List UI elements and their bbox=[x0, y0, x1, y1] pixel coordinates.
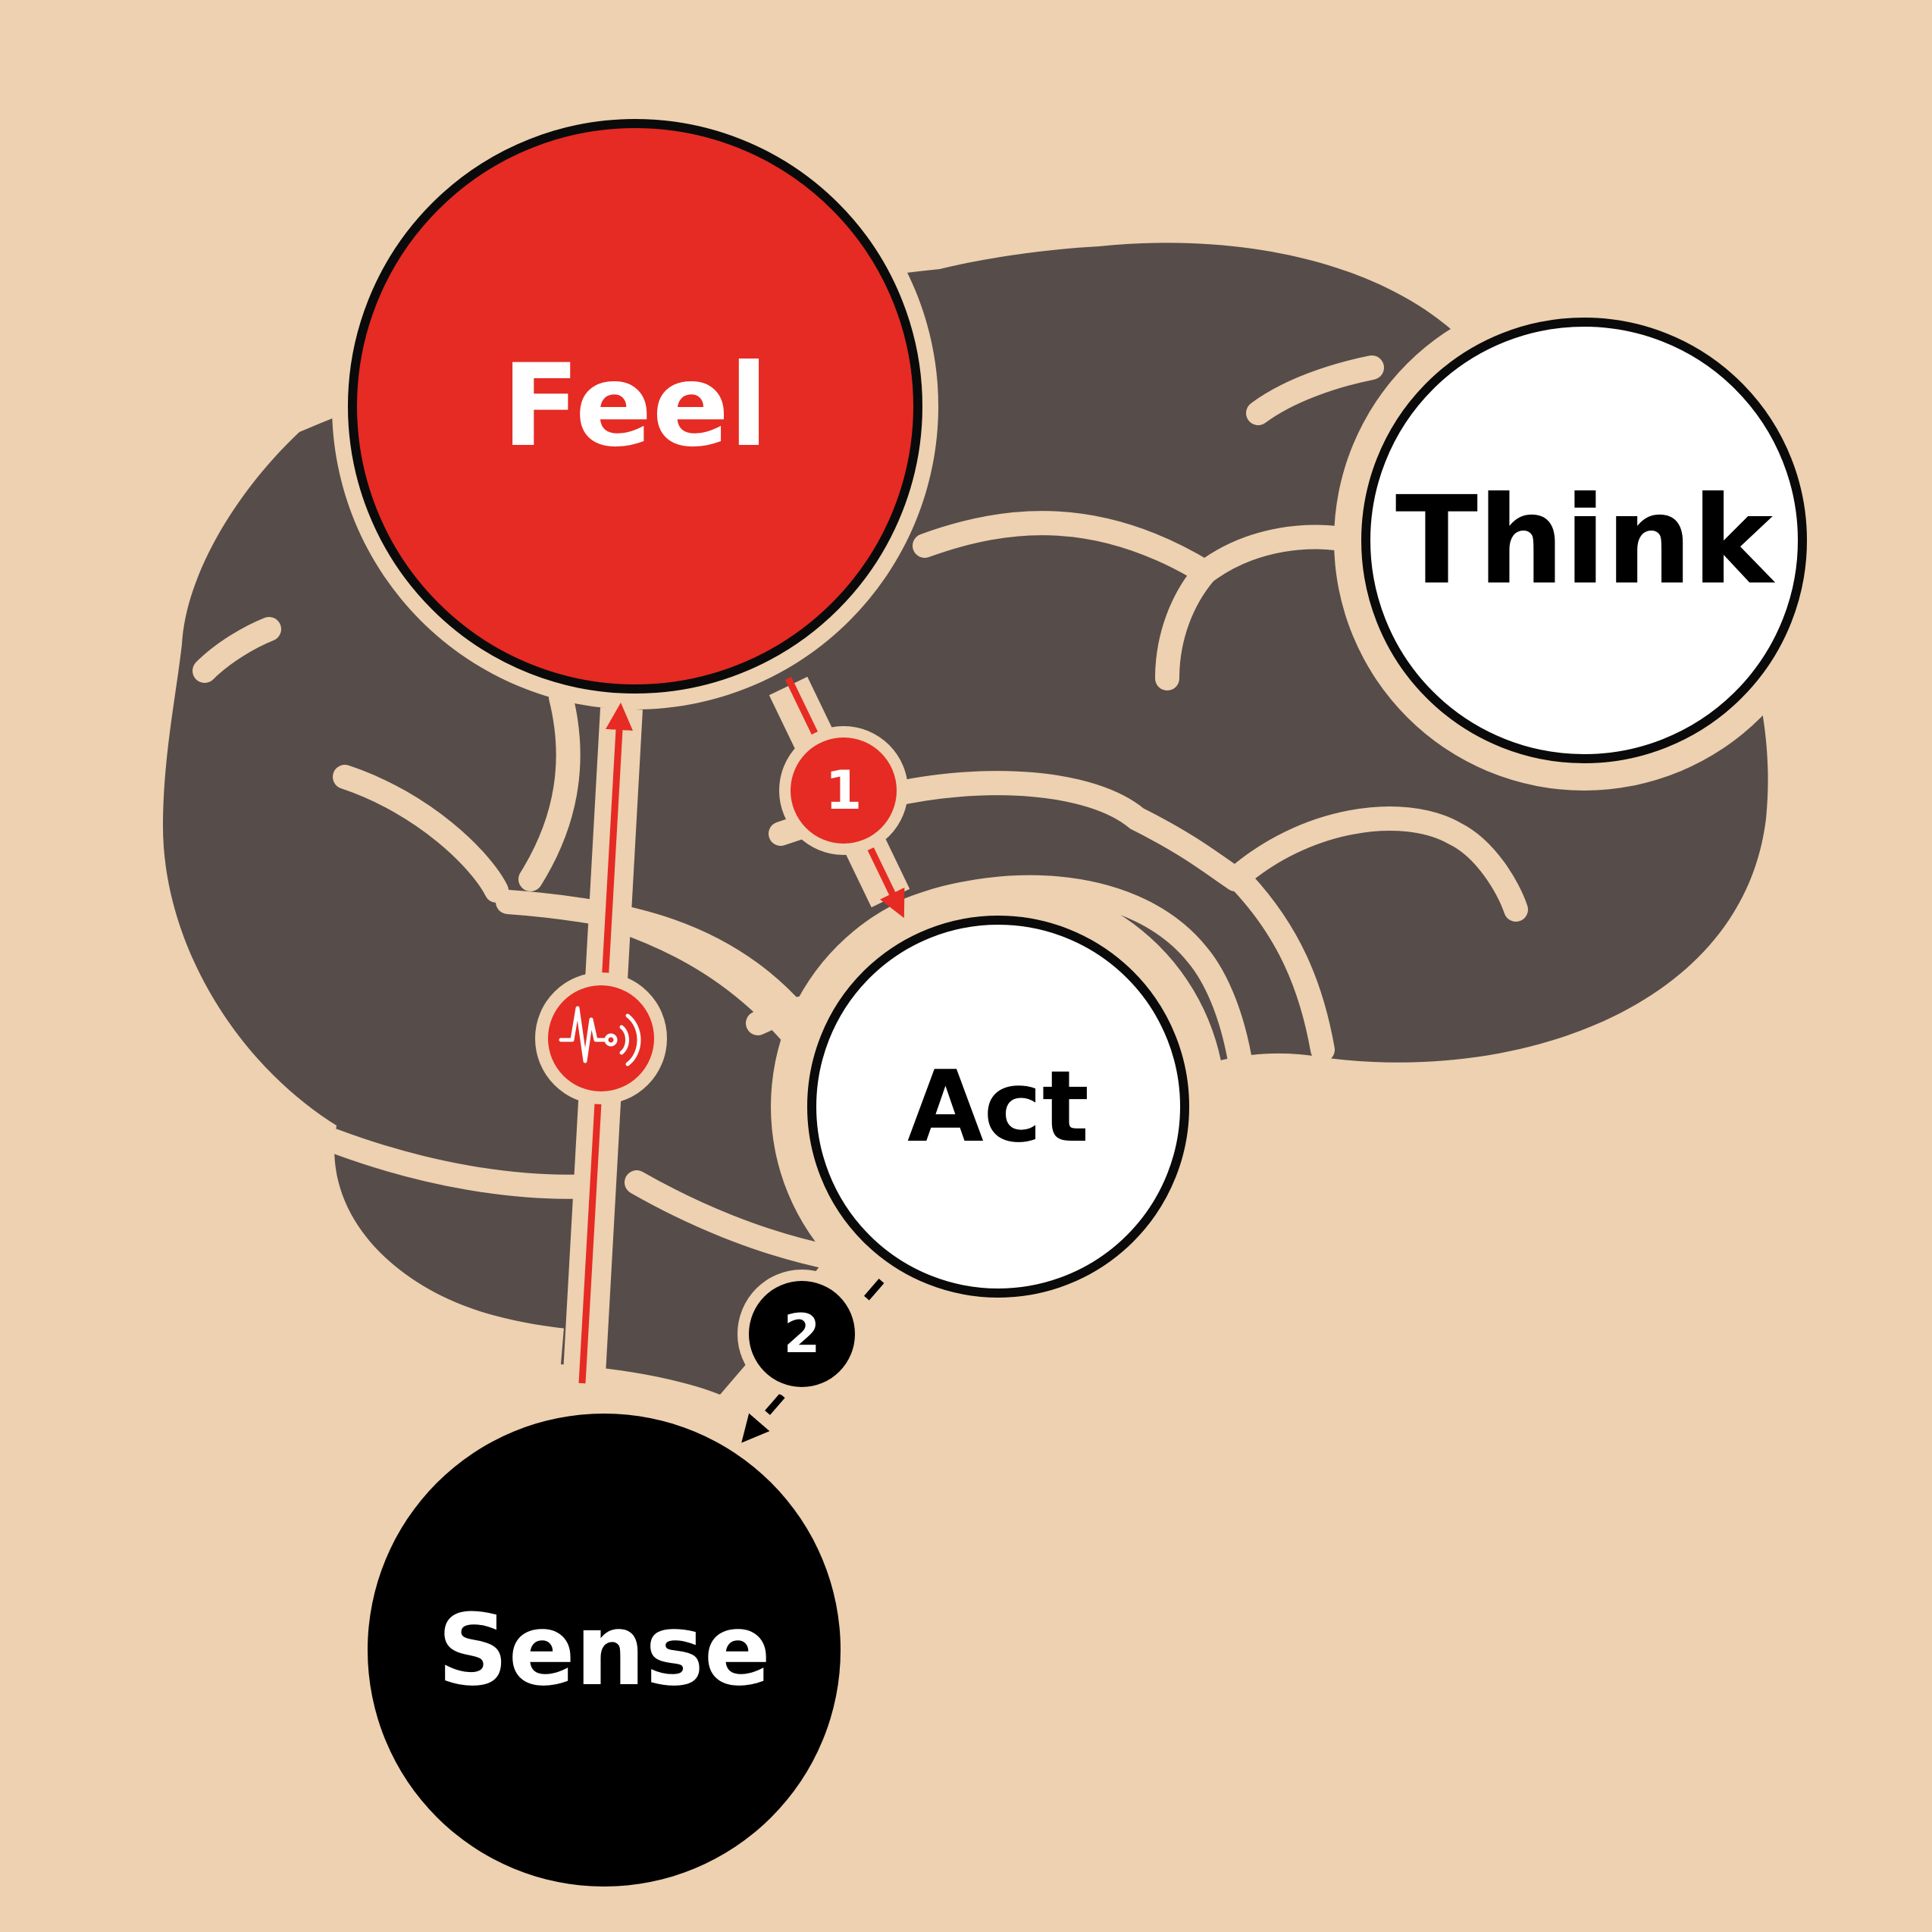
think-label: Think bbox=[1395, 470, 1776, 612]
feel-label: Feel bbox=[502, 340, 768, 472]
think-node: Think bbox=[1334, 290, 1834, 791]
brain-folds bbox=[193, 355, 1528, 1270]
act-node: Act bbox=[771, 879, 1226, 1334]
badge-2-label: 2 bbox=[784, 1303, 821, 1365]
feel-node: Feel bbox=[332, 103, 938, 709]
badge-2: 2 bbox=[737, 1270, 866, 1398]
act-to-sense-arrow bbox=[741, 1279, 885, 1443]
signal-badge bbox=[535, 972, 667, 1104]
heartbeat-signal-icon bbox=[559, 1006, 641, 1066]
act-label: Act bbox=[907, 1049, 1089, 1164]
badge-1: 1 bbox=[779, 726, 908, 855]
sense-label: Sense bbox=[437, 1592, 771, 1708]
sense-node: Sense bbox=[368, 1414, 841, 1887]
badge-1-label: 1 bbox=[825, 759, 863, 822]
